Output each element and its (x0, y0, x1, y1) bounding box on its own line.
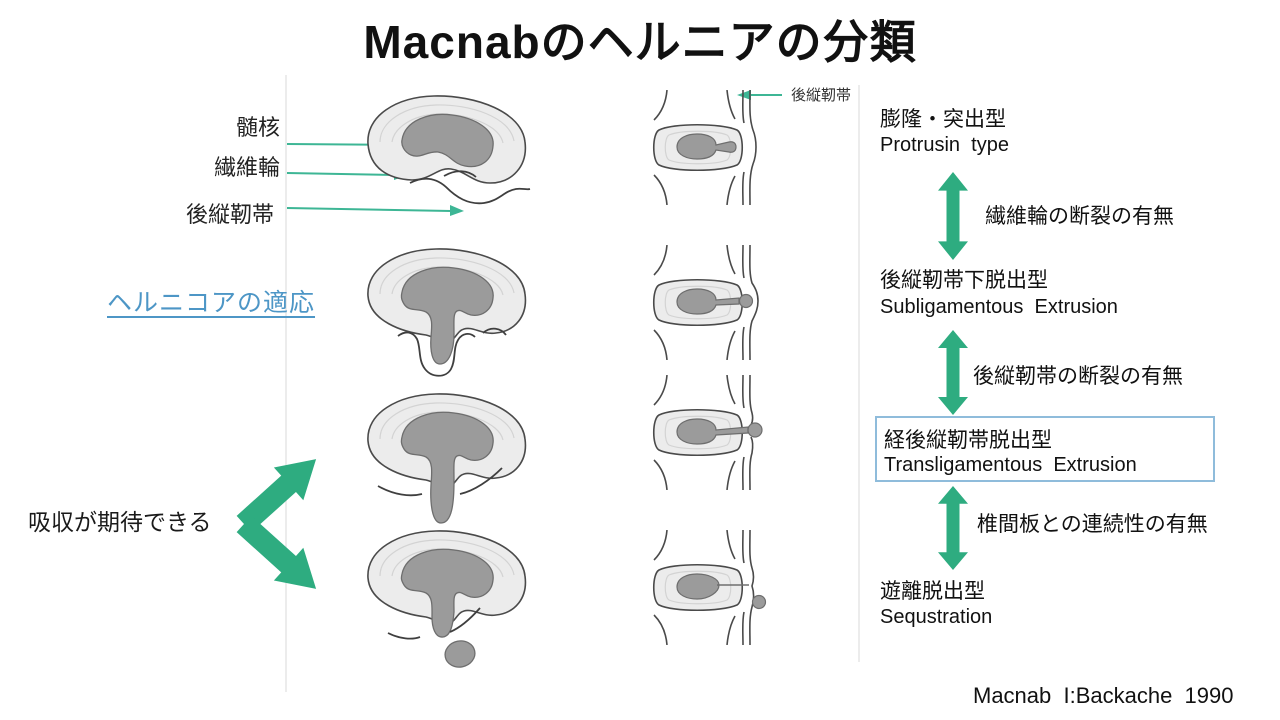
type-transligamentous-en-label: Transligamentous Extrusion (884, 454, 1137, 476)
transligamentous-highlight-box (875, 416, 1215, 482)
axial-disc-sequestration-diagram (367, 530, 527, 668)
type-protrusion-en-label: Protrusin type (880, 134, 1009, 156)
criterion-double-arrow-icon (938, 486, 968, 570)
criterion-annulus-rupture-label: 繊維輪の断裂の有無 (985, 205, 1174, 228)
type-sequestration-jp-label: 遊離脱出型 (880, 580, 985, 603)
pll-top-arrow-icon (737, 90, 782, 100)
herniacore-indication-link[interactable]: ヘルニコアの適応 (107, 289, 316, 317)
slide-title: Macnabのヘルニアの分類 (363, 16, 917, 68)
type-subligamentous-en-label: Subligamentous Extrusion (880, 296, 1118, 318)
sagittal-spine-sequestration-diagram (652, 530, 767, 645)
nucleus-label: 髄核 (235, 115, 280, 140)
axial-disc-protrusion-diagram (367, 95, 531, 205)
absorption-expected-label: 吸収が期待できる (28, 509, 212, 535)
type-subligamentous-jp-label: 後縦靭帯下脱出型 (880, 269, 1048, 292)
pll-top-label: 後縦靭帯 (791, 87, 852, 104)
criterion-double-arrow-icon (938, 172, 968, 260)
axial-disc-subligamentous-diagram (367, 248, 527, 377)
type-protrusion-jp-label: 膨隆・突出型 (880, 108, 1006, 131)
type-transligamentous-jp-label: 経後縦靭帯脱出型 (884, 429, 1052, 452)
free-fragment-shape (444, 640, 476, 668)
type-sequestration-en-label: Sequstration (880, 606, 993, 628)
sagittal-spine-subligamentous-diagram (652, 245, 759, 360)
criterion-double-arrow-icon (938, 330, 968, 415)
sagittal-spine-transligamentous-diagram (652, 375, 763, 490)
annulus-label: 繊維輪 (213, 155, 280, 180)
axial-disc-transligamentous-diagram (367, 393, 527, 524)
criterion-pll-rupture-label: 後縦靭帯の断裂の有無 (973, 365, 1183, 388)
pll-label: 後縦靭帯 (185, 202, 274, 227)
sagittal-spine-protrusion-diagram (652, 90, 757, 205)
pll-arrow-icon (286, 205, 464, 216)
citation-label: Macnab I:Backache 1990 (973, 683, 1234, 708)
criterion-disc-continuity-label: 椎間板との連続性の有無 (977, 513, 1208, 536)
free-fragment-shape (751, 594, 767, 610)
absorption-double-arrow-icon (236, 459, 317, 589)
